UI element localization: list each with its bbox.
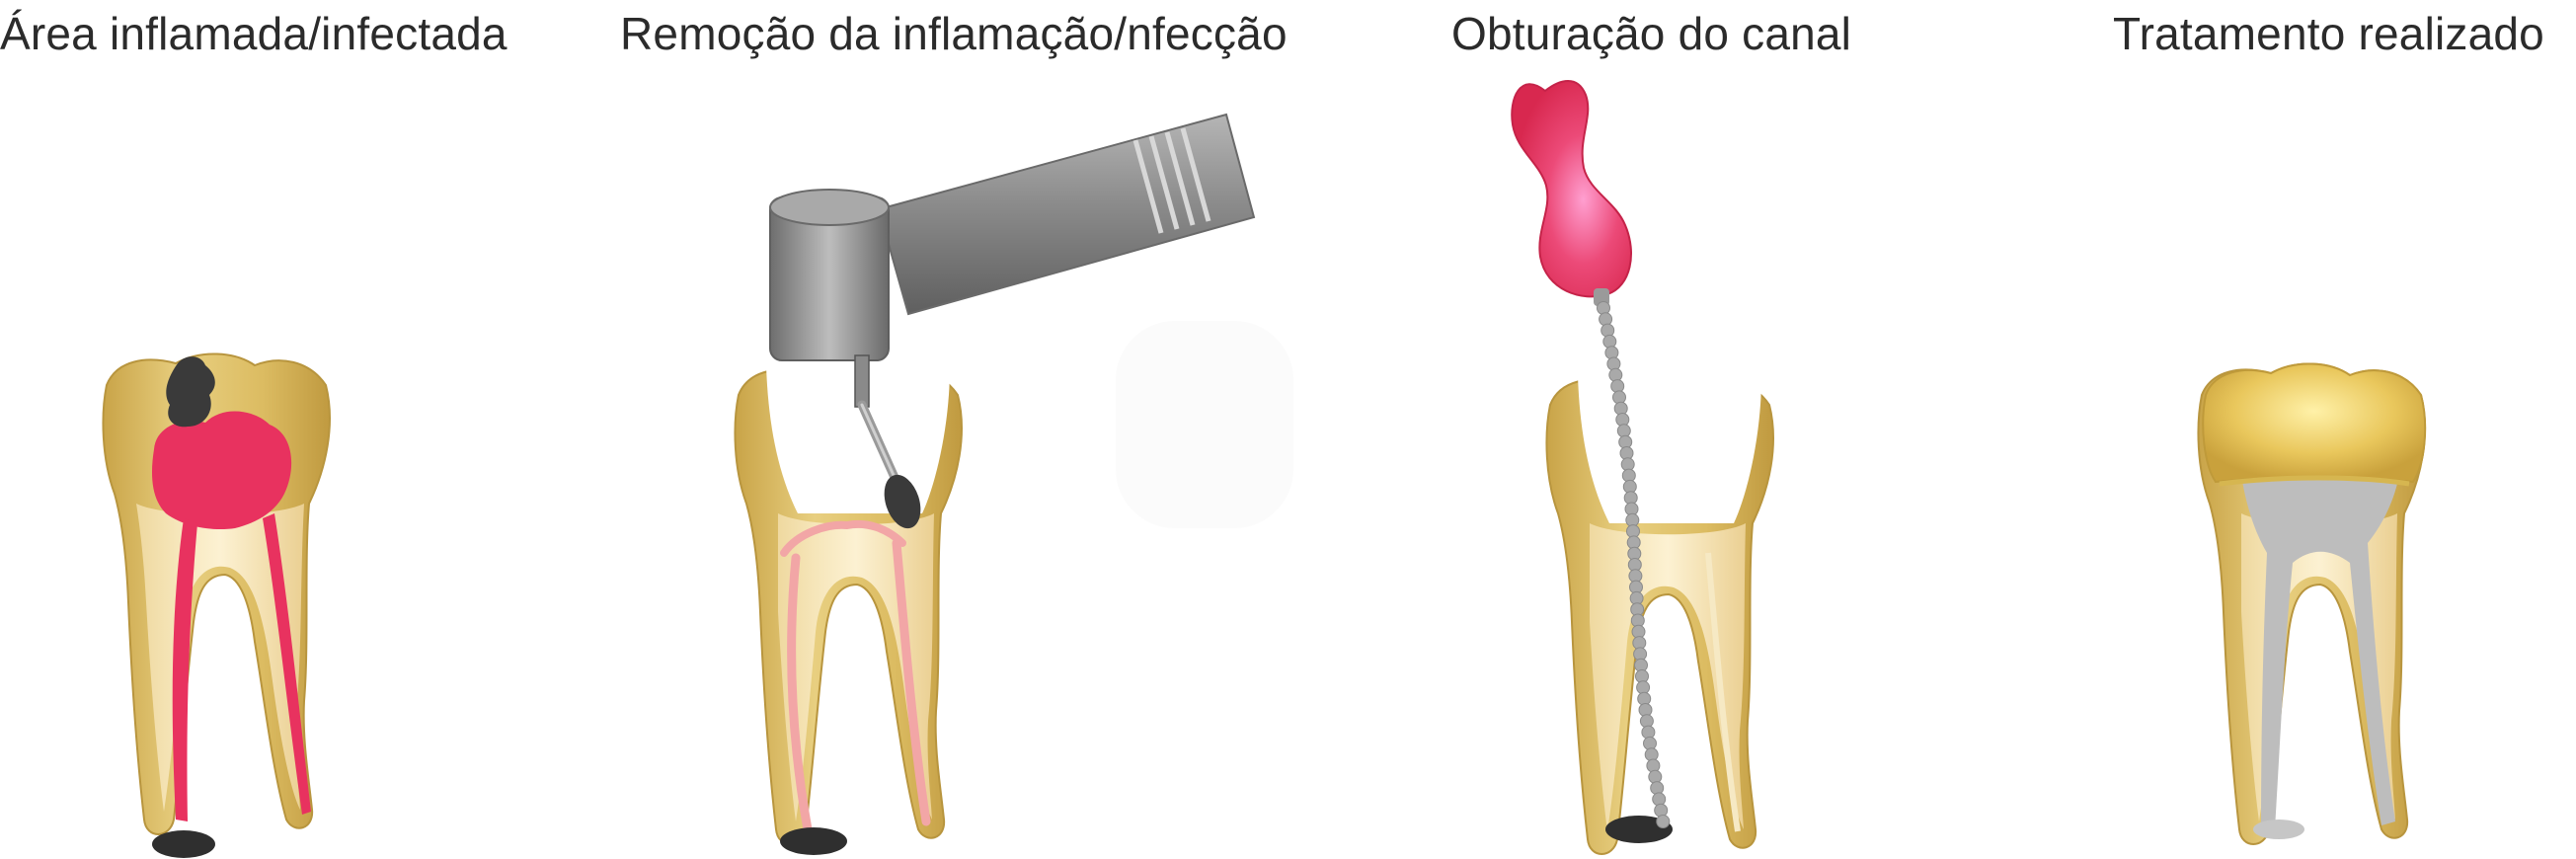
drill-grip <box>1132 127 1211 234</box>
cleaned-chamber <box>780 520 906 557</box>
infected-canal-right <box>263 513 311 815</box>
apex-lesion <box>780 827 847 855</box>
gutta-percha-bead <box>1597 301 1610 315</box>
gutta-percha-bead <box>1608 367 1623 382</box>
step-1-tooth <box>102 352 331 858</box>
gutta-percha-bead <box>1656 815 1671 828</box>
cleaned-canal-left <box>787 553 813 834</box>
step-1-caption: Área inflamada/infectada <box>0 8 507 59</box>
dentin <box>1590 523 1746 831</box>
cleaned-canal-right <box>892 538 931 826</box>
step-2-caption: Remoção da inflamação/nfecção <box>620 8 1288 59</box>
drill-bur-tip <box>884 474 921 529</box>
step-2-tooth <box>734 359 963 855</box>
infected-canal-left <box>172 518 197 821</box>
gutta-percha-bead <box>1646 758 1661 773</box>
gutta-percha-bead <box>1606 356 1621 371</box>
dental-drill <box>769 113 1256 529</box>
gutta-percha-bead <box>1604 346 1619 360</box>
dental-crown <box>2202 362 2427 484</box>
step-3-caption: Obturação do canal <box>1451 8 1852 59</box>
step-4-caption: Tratamento realizado <box>2113 8 2544 59</box>
canal-right <box>1705 552 1741 832</box>
gutta-percha-bead <box>1602 334 1617 349</box>
gutta-percha-bead <box>1599 312 1613 327</box>
gutta-percha-bead <box>1652 792 1667 807</box>
filled-canals <box>2241 466 2399 829</box>
decay-cavity <box>166 356 215 428</box>
gutta-percha-bead <box>1650 781 1665 796</box>
dentin <box>778 513 934 821</box>
sealed-apex <box>2253 820 2304 839</box>
ghost-shape <box>1116 321 1293 528</box>
apex-lesion <box>1605 816 1673 843</box>
infected-pulp-chamber <box>151 411 292 530</box>
apex-lesion <box>152 830 215 858</box>
filling-bulb <box>1511 80 1632 298</box>
access-opening <box>766 359 950 513</box>
gutta-percha-bead <box>1654 803 1669 818</box>
gutta-percha-bead <box>1600 323 1615 338</box>
gutta-percha-beads <box>1597 301 1671 828</box>
drill-handle <box>877 113 1256 316</box>
gutta-percha-instrument <box>1511 80 1671 828</box>
access-opening <box>1578 369 1761 523</box>
gutta-percha-bead <box>1648 769 1663 784</box>
step-4-tooth <box>2197 362 2427 845</box>
